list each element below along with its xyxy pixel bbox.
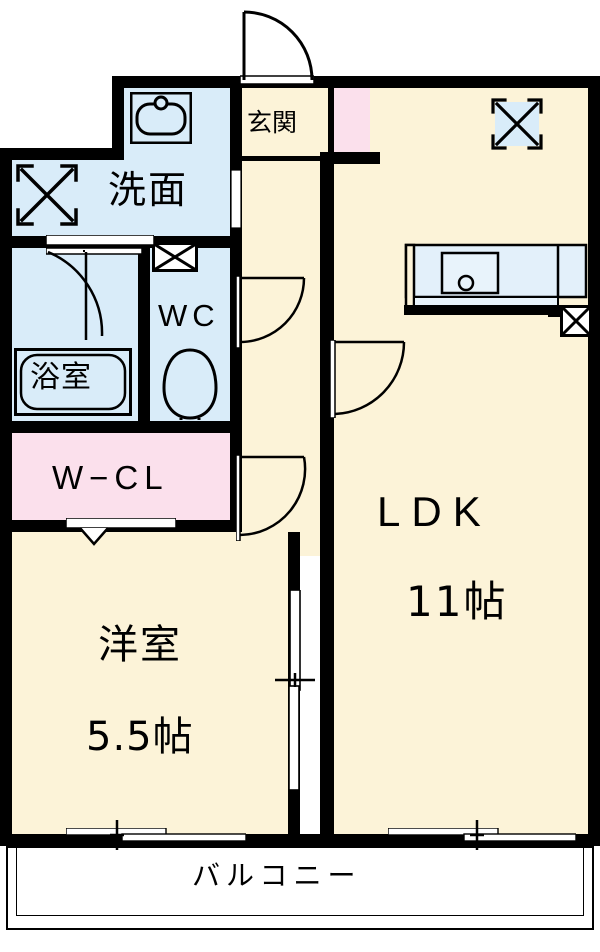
yoshitsu-size-label: 5.5帖: [86, 714, 194, 760]
bathtub-icon: [14, 348, 132, 416]
ldk-door-swing-icon: [329, 339, 408, 419]
balcony-rail-inner: [16, 846, 584, 916]
wc-door-swing-icon: [235, 454, 308, 542]
genkan-floor: [238, 88, 332, 156]
yoshitsu-label: 洋室: [98, 622, 182, 668]
wall-genkan-shoe: [328, 82, 334, 158]
wcl-floor: [10, 430, 232, 523]
senmen-door-swing-icon: [235, 275, 308, 349]
wall-right-outer: [588, 76, 600, 846]
washer-placement-icon-ldk: [489, 96, 545, 152]
yoshitsu-floor: [10, 530, 300, 834]
bathroom-label: 浴室: [30, 360, 92, 395]
corridor-floor: [238, 156, 332, 556]
wall-left-outer: [0, 148, 12, 846]
kitchen-counter-front-wall: [404, 305, 554, 315]
genkan-label: 玄関: [247, 108, 298, 137]
bath-door-swing-icon: [45, 247, 143, 344]
sliding-door-center-tick: [275, 673, 315, 687]
wall-genkan-bottom: [236, 156, 328, 161]
wall-bath-wc-bottom: [0, 421, 232, 433]
ldk-label: LDK: [377, 488, 492, 535]
vent-icon-kitchen: [560, 305, 592, 337]
wall-shoe-closet-bottom: [320, 152, 380, 164]
sliding-door-icon: [288, 589, 302, 791]
wc-label: WC: [158, 298, 220, 333]
wcl-label: W−CL: [52, 459, 169, 496]
sliding-window-icon-left: [65, 827, 247, 842]
wall-senmen-step-horizontal: [0, 148, 124, 160]
senmen-label: 洗面: [108, 168, 189, 212]
shoe-closet-floor: [332, 88, 370, 158]
sliding-window-right-tick: [470, 820, 484, 850]
ldk-size-label: 11帖: [406, 577, 508, 626]
folding-door-icon: [65, 517, 177, 546]
senmen-door-opening: [230, 169, 242, 233]
sliding-door-marker-senmen: [45, 232, 155, 246]
front-door-swing-icon: [239, 8, 315, 85]
vent-icon: [152, 242, 198, 272]
wall-senmen-top: [112, 76, 244, 88]
wall-senmen-step-vertical: [112, 76, 124, 160]
wall-bath-wc: [138, 248, 150, 423]
sliding-window-left-tick: [110, 820, 124, 850]
ldk-floor: [330, 82, 592, 834]
washer-placement-icon: [14, 162, 80, 228]
kitchen-counter: [404, 243, 592, 313]
balcony-floor: [10, 846, 590, 926]
balcony-rail-outer: [6, 846, 594, 930]
sink-icon: [129, 91, 193, 145]
wall-top-main: [232, 76, 592, 88]
wall-corridor-right: [320, 152, 334, 846]
senmen-floor-lower: [10, 160, 238, 238]
balcony-label: バルコニー: [192, 859, 362, 892]
toilet-icon: [161, 348, 219, 420]
